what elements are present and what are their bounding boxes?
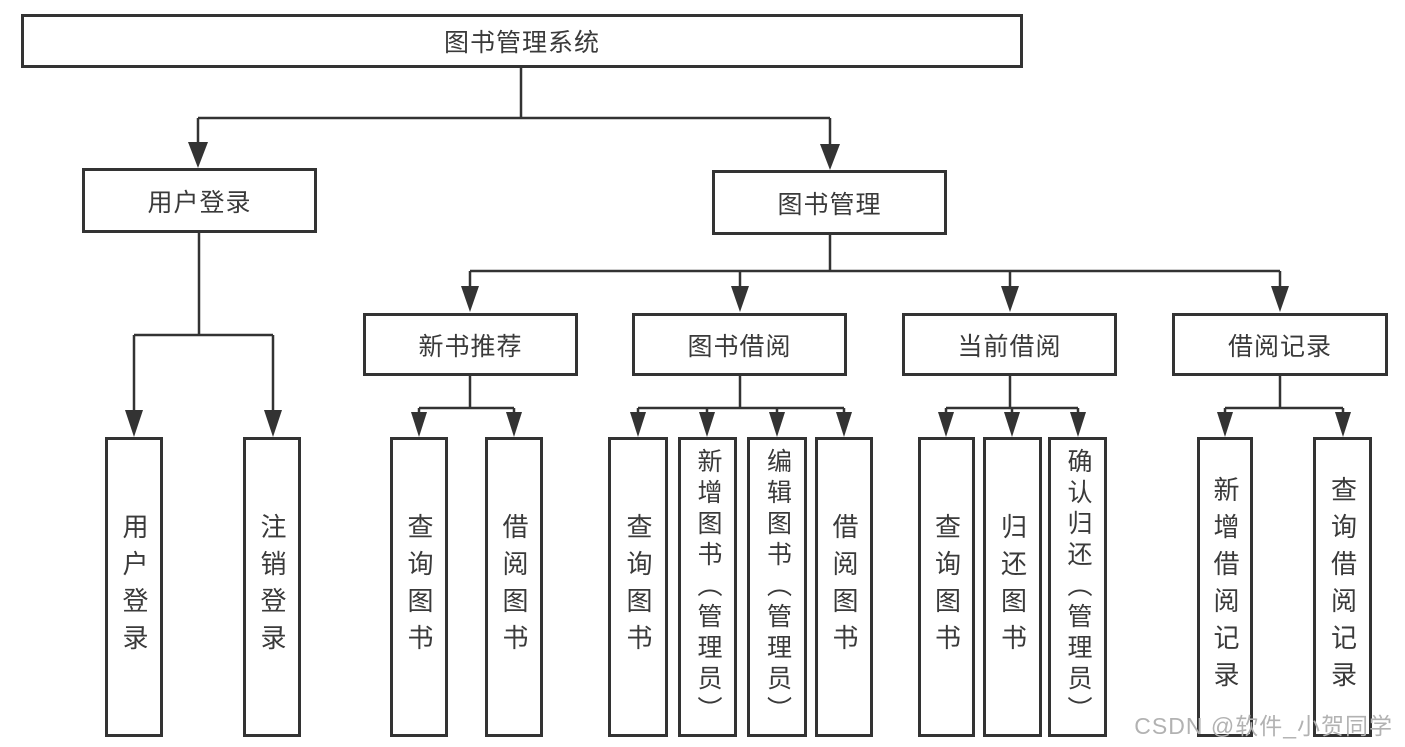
node-user-login: 用户登录: [82, 168, 317, 233]
edge-root-to-level2: [188, 67, 840, 170]
leaf-borrow-books-1-label: 借阅图书: [499, 513, 529, 661]
leaf-edit-books-admin-label: 编辑图书（管理员）: [763, 447, 792, 727]
leaf-query-books-1: 查询图书: [390, 437, 448, 737]
leaf-logout-label: 注销登录: [257, 513, 287, 661]
node-book-borrowing: 图书借阅: [632, 313, 847, 376]
leaf-return-books: 归还图书: [983, 437, 1042, 737]
edge-current-borrow-to-leaves: [938, 376, 1086, 437]
leaf-add-borrow-record: 新增借阅记录: [1197, 437, 1253, 737]
node-new-book-recommend: 新书推荐: [363, 313, 578, 376]
leaf-user-login-label: 用户登录: [119, 513, 149, 661]
node-book-management-label: 图书管理: [777, 190, 882, 219]
edge-borrow-records-to-leaves: [1217, 376, 1351, 437]
node-borrowing-records-label: 借阅记录: [1227, 332, 1332, 361]
leaf-query-borrow-record: 查询借阅记录: [1313, 437, 1372, 737]
leaf-confirm-return-admin: 确认归还（管理员）: [1048, 437, 1107, 737]
leaf-confirm-return-admin-label: 确认归还（管理员）: [1064, 447, 1092, 727]
csdn-watermark: CSDN @软件_小贺同学: [1134, 713, 1393, 739]
node-current-borrowing-label: 当前借阅: [957, 332, 1062, 361]
node-borrowing-records: 借阅记录: [1172, 313, 1388, 376]
edge-book-mgmt-to-level3: [461, 235, 1289, 312]
leaf-query-books-2: 查询图书: [608, 437, 668, 737]
leaf-add-books-admin-label: 新增图书（管理员）: [694, 447, 722, 727]
leaf-query-books-3: 查询图书: [918, 437, 975, 737]
leaf-edit-books-admin: 编辑图书（管理员）: [747, 437, 807, 737]
leaf-query-books-1-label: 查询图书: [404, 513, 434, 661]
leaf-borrow-books-2: 借阅图书: [815, 437, 873, 737]
leaf-add-borrow-record-label: 新增借阅记录: [1210, 476, 1240, 698]
leaf-return-books-label: 归还图书: [997, 513, 1028, 661]
node-root-system-label: 图书管理系统: [443, 29, 600, 57]
node-current-borrowing: 当前借阅: [902, 313, 1117, 376]
leaf-query-borrow-record-label: 查询借阅记录: [1327, 476, 1358, 698]
leaf-user-login: 用户登录: [105, 437, 163, 737]
leaf-query-books-2-label: 查询图书: [623, 513, 653, 661]
node-user-login-label: 用户登录: [147, 188, 252, 217]
leaf-borrow-books-1: 借阅图书: [485, 437, 543, 737]
edge-book-borrow-to-leaves: [630, 376, 852, 437]
node-new-book-recommend-label: 新书推荐: [418, 332, 523, 361]
leaf-logout: 注销登录: [243, 437, 301, 737]
node-book-management: 图书管理: [712, 170, 947, 235]
node-root-system: 图书管理系统: [21, 14, 1023, 68]
edge-new-book-rec-to-leaves: [411, 376, 522, 437]
leaf-borrow-books-2-label: 借阅图书: [829, 513, 859, 661]
leaf-query-books-3-label: 查询图书: [931, 513, 962, 661]
edge-user-login-to-leaves: [125, 233, 282, 437]
node-book-borrowing-label: 图书借阅: [687, 332, 792, 361]
leaf-add-books-admin: 新增图书（管理员）: [678, 437, 737, 737]
